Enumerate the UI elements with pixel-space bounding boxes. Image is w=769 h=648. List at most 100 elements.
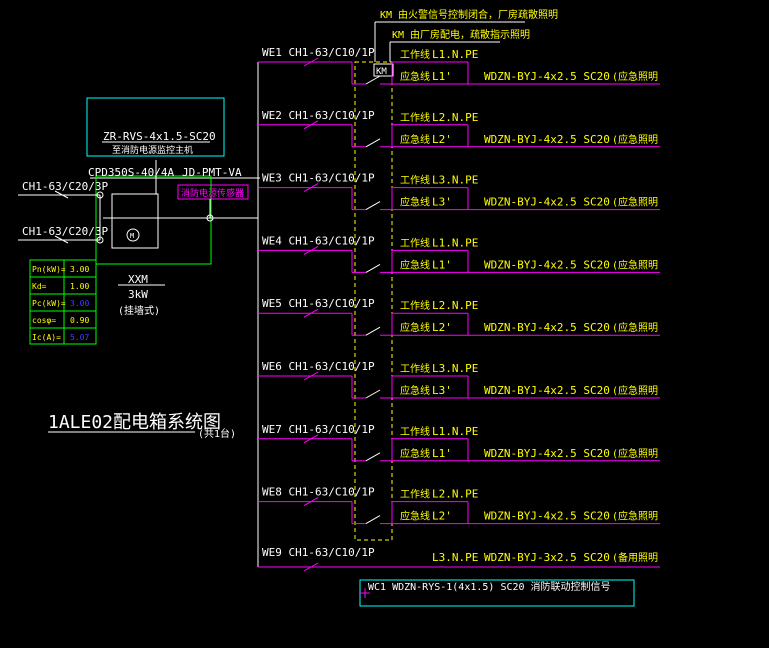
- breaker-switch: [303, 434, 319, 444]
- incoming-box: [95, 175, 212, 265]
- spare-phase: L3.N.PE: [432, 551, 478, 564]
- circuit-use: (应急照明: [612, 196, 658, 209]
- title-note: (共1台): [198, 427, 236, 440]
- breaker-switch: [303, 245, 319, 255]
- work-phase: L1.N.PE: [432, 236, 478, 249]
- load-table-value: 3.00: [70, 265, 89, 274]
- emergency-line-label: 应急线: [400, 133, 430, 146]
- work-line-label: 工作线: [400, 174, 430, 187]
- cable-spec: WDZN-BYJ-4x2.5 SC20: [484, 447, 610, 460]
- box-mount: (挂墙式): [118, 304, 160, 317]
- meter-symbol: [126, 228, 140, 242]
- load-table-value: 0.90: [70, 316, 89, 325]
- circuit-breaker-label: WE5 CH1-63/C10/1P: [262, 297, 375, 310]
- emergency-phase: L2': [432, 133, 452, 146]
- emergency-line-label: 应急线: [400, 447, 430, 460]
- circuit-use: (应急照明: [612, 70, 658, 83]
- circuit-use: (应急照明: [612, 447, 658, 460]
- km-contact: [365, 138, 381, 148]
- km-contact: [365, 452, 381, 462]
- km-contact: [365, 389, 381, 399]
- work-line-label: 工作线: [400, 299, 430, 312]
- page-title: 1ALE02配电箱系统图: [48, 412, 221, 433]
- circuit-use: (应急照明: [612, 258, 658, 271]
- work-line-label: 工作线: [400, 236, 430, 249]
- km-tag-box: [373, 63, 394, 77]
- monitor-host-label: 至消防电源监控主机: [112, 144, 193, 156]
- work-phase: L3.N.PE: [432, 362, 478, 375]
- emergency-phase: L3': [432, 384, 452, 397]
- emergency-line-label: 应急线: [400, 321, 430, 334]
- km-contact: [365, 515, 381, 525]
- emergency-line-label: 应急线: [400, 70, 430, 83]
- circuit-breaker-label: WE6 CH1-63/C10/1P: [262, 360, 375, 373]
- breaker-switch: [303, 371, 319, 381]
- km-contact: [365, 75, 381, 85]
- incoming-switch-1: [54, 190, 69, 199]
- circuit-breaker-label: WE1 CH1-63/C10/1P: [262, 46, 375, 59]
- cable-spec: WDZN-BYJ-3x2.5 SC20: [484, 551, 610, 564]
- emergency-phase: L3': [432, 196, 452, 209]
- load-table-label: cosφ=: [32, 316, 56, 325]
- load-table-label: Pn(kW)=: [32, 265, 66, 274]
- emergency-phase: L2': [432, 321, 452, 334]
- circuit-breaker-label: WE3 CH1-63/C10/1P: [262, 172, 375, 185]
- incoming-breaker-1: CH1-63/C20/3P: [22, 180, 108, 193]
- emergency-phase: L1': [432, 447, 452, 460]
- circuit-use: (备用照明: [612, 551, 658, 564]
- work-phase: L3.N.PE: [432, 174, 478, 187]
- emergency-line-label: 应急线: [400, 384, 430, 397]
- monitor-box: [86, 97, 225, 157]
- fire-sensor-box: [177, 184, 249, 200]
- breaker-switch: [303, 308, 319, 318]
- work-phase: L2.N.PE: [432, 488, 478, 501]
- monitor-module: [111, 193, 159, 249]
- circuit-breaker-label: WE4 CH1-63/C10/1P: [262, 234, 375, 247]
- emergency-line-label: 应急线: [400, 510, 430, 523]
- work-phase: L2.N.PE: [432, 299, 478, 312]
- emergency-line-label: 应急线: [400, 258, 430, 271]
- box-name: XXM: [128, 273, 148, 286]
- circuit-use: (应急照明: [612, 384, 658, 397]
- work-phase: L1.N.PE: [432, 48, 478, 61]
- circuit-breaker-label: WE7 CH1-63/C10/1P: [262, 423, 375, 436]
- cable-spec: WDZN-BYJ-4x2.5 SC20: [484, 510, 610, 523]
- work-phase: L2.N.PE: [432, 111, 478, 124]
- load-table-label: Ic(A)=: [32, 333, 61, 342]
- cable-spec: WDZN-BYJ-4x2.5 SC20: [484, 321, 610, 334]
- spd-label: CPD350S-40/4A: [88, 166, 174, 179]
- km-fire-note: KM 由火警信号控制闭合，厂房疏散照明: [380, 8, 558, 21]
- km-dashed-box: [354, 61, 393, 541]
- cable-spec: WDZN-BYJ-4x2.5 SC20: [484, 384, 610, 397]
- work-line-label: 工作线: [400, 111, 430, 124]
- circuit-use: (应急照明: [612, 510, 658, 523]
- emergency-phase: L2': [432, 510, 452, 523]
- breaker-switch: [303, 57, 319, 67]
- emergency-phase: L1': [432, 70, 452, 83]
- breaker-switch: [303, 497, 319, 507]
- fire-sensor-label: 消防电源传感器: [181, 187, 244, 199]
- incoming-switch-2: [54, 235, 69, 244]
- cable-spec: WDZN-BYJ-4x2.5 SC20: [484, 70, 610, 83]
- monitor-cable-label: ZR-RVS-4x1.5-SC20: [103, 130, 216, 143]
- work-line-label: 工作线: [400, 488, 430, 501]
- circuit-use: (应急照明: [612, 321, 658, 334]
- circuit-breaker-label: WE2 CH1-63/C10/1P: [262, 109, 375, 122]
- km-contact: [365, 326, 381, 336]
- control-cable-label: WC1 WDZN-RYS-1(4x1.5) SC20 消防联动控制信号: [368, 580, 611, 593]
- work-phase: L1.N.PE: [432, 425, 478, 438]
- km-contact: [365, 201, 381, 211]
- load-table-value: 5.07: [70, 333, 89, 342]
- breaker-switch: [303, 183, 319, 193]
- load-table-label: Pc(kW)=: [32, 299, 66, 308]
- spd-monitor-label: JD-PMT-VA: [182, 166, 242, 179]
